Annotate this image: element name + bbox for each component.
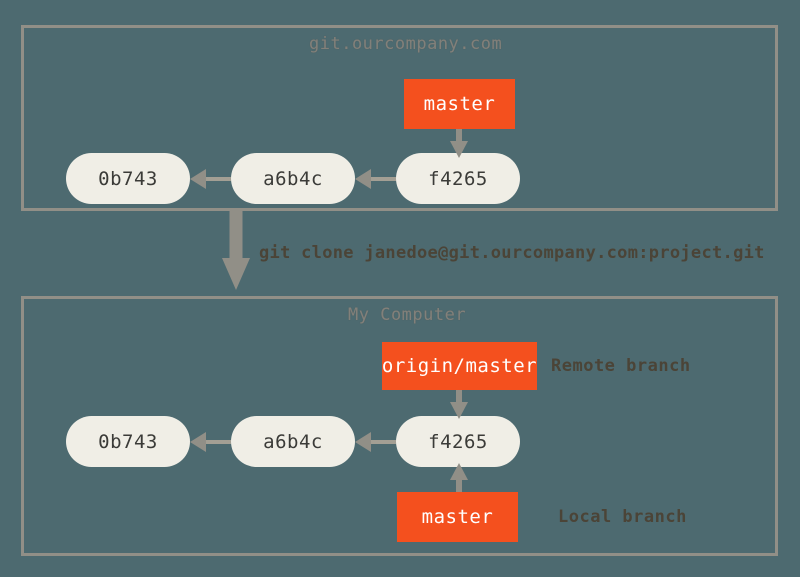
branch-label-origin-master: origin/master [382, 342, 537, 390]
branch-label-master: master [397, 492, 518, 542]
commit-node: f4265 [396, 153, 520, 204]
annotation-remote-branch: Remote branch [551, 356, 691, 376]
panel-local-title: My Computer [348, 305, 467, 325]
commit-node: a6b4c [231, 416, 355, 467]
panel-server [21, 25, 778, 211]
commit-node: a6b4c [231, 153, 355, 204]
panel-server-title: git.ourcompany.com [309, 34, 503, 54]
commit-node: 0b743 [66, 416, 190, 467]
panel-local [21, 296, 778, 556]
clone-arrow-icon [222, 211, 250, 290]
clone-command-text: git clone janedoe@git.ourcompany.com:pro… [259, 243, 765, 263]
commit-node: f4265 [396, 416, 520, 467]
annotation-local-branch: Local branch [558, 507, 687, 527]
branch-label-master: master [404, 79, 515, 129]
commit-node: 0b743 [66, 153, 190, 204]
